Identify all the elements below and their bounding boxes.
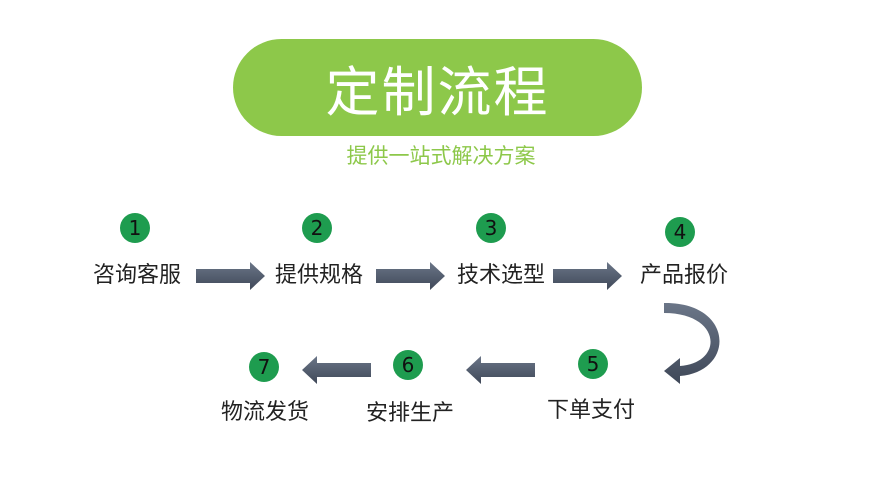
step-number-badge: 6	[393, 350, 423, 380]
arrow-left-2	[302, 356, 371, 384]
title-banner: 定制流程	[233, 39, 642, 136]
step-number-badge: 4	[665, 217, 695, 247]
step-label: 产品报价	[640, 263, 729, 288]
arrow-left-1	[466, 356, 535, 384]
step-number-badge: 7	[249, 352, 279, 382]
step-label: 技术选型	[457, 263, 546, 288]
arrow-right-1	[196, 262, 265, 290]
step-label: 提供规格	[275, 263, 364, 288]
step-number-badge: 3	[476, 213, 506, 243]
page-title: 定制流程	[325, 61, 550, 124]
step-label: 下单支付	[547, 398, 636, 423]
step-label: 安排生产	[366, 401, 455, 426]
step-number-badge: 2	[302, 213, 332, 243]
arrow-right-2	[376, 262, 445, 290]
step-label: 咨询客服	[93, 263, 182, 288]
step-number-badge: 5	[578, 349, 608, 379]
step-number-badge: 1	[120, 213, 150, 243]
arrow-right-3	[553, 262, 622, 290]
step-label: 物流发货	[221, 400, 310, 425]
page-subtitle: 提供一站式解决方案	[346, 144, 536, 168]
arrow-u-turn	[664, 302, 720, 384]
